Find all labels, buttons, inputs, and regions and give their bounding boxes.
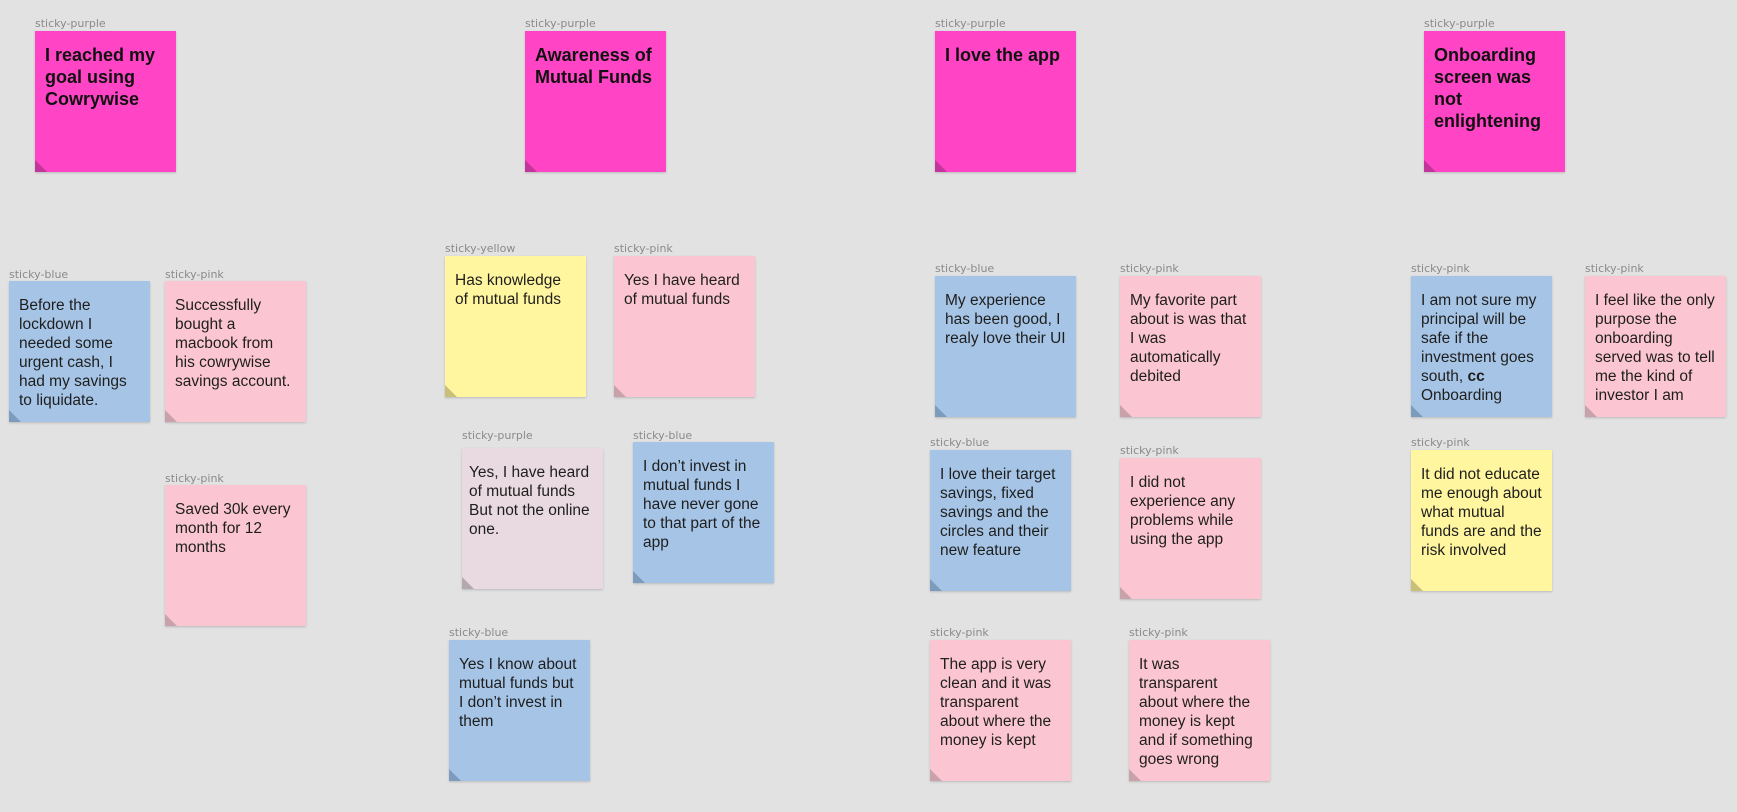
sticky-text: Yes, I have heard of mutual funds But no…	[469, 464, 590, 538]
sticky-text: Before the lockdown I needed some urgent…	[19, 297, 127, 409]
sticky-note-header[interactable]: I love the app	[935, 31, 1076, 172]
sticky-tag: sticky-pink	[1129, 626, 1188, 639]
sticky-text: I love their target savings, fixed savin…	[940, 466, 1056, 559]
sticky-text: I feel like the only purpose the onboard…	[1595, 292, 1715, 404]
sticky-tag: sticky-pink	[614, 242, 673, 255]
sticky-tag: sticky-purple	[35, 17, 106, 30]
sticky-text: I did not experience any problems while …	[1130, 474, 1236, 548]
sticky-tag: sticky-purple	[1424, 17, 1495, 30]
sticky-note[interactable]: Has knowledge of mutual funds	[445, 256, 586, 397]
sticky-text: I love the app	[945, 45, 1061, 65]
sticky-text: It did not educate me enough about what …	[1421, 466, 1542, 559]
sticky-text: Onboarding screen was not enlightening	[1434, 45, 1541, 131]
sticky-note[interactable]: Before the lockdown I needed some urgent…	[9, 281, 150, 422]
sticky-text: The app is very clean and it was transpa…	[940, 656, 1052, 749]
sticky-text: Saved 30k every month for 12 months	[175, 501, 291, 556]
sticky-note[interactable]: Yes, I have heard of mutual funds But no…	[462, 448, 603, 589]
sticky-text: I reached my goal using Cowrywise	[45, 45, 156, 109]
sticky-note[interactable]: My favorite part about is was that I was…	[1120, 276, 1261, 417]
sticky-tag: sticky-pink	[1411, 436, 1470, 449]
sticky-tag: sticky-purple	[935, 17, 1006, 30]
sticky-text: I am not sure my principal will be safe …	[1421, 292, 1537, 404]
sticky-note[interactable]: I feel like the only purpose the onboard…	[1585, 276, 1726, 417]
sticky-text: Yes I have heard of mutual funds	[624, 272, 740, 308]
sticky-tag: sticky-pink	[930, 626, 989, 639]
sticky-tag: sticky-pink	[1411, 262, 1470, 275]
sticky-tag: sticky-blue	[449, 626, 509, 639]
sticky-text: My favorite part about is was that I was…	[1130, 292, 1247, 385]
sticky-note[interactable]: I am not sure my principal will be safe …	[1411, 276, 1552, 417]
sticky-tag: sticky-pink	[1120, 262, 1179, 275]
sticky-text: Successfully bought a macbook from his c…	[175, 297, 291, 390]
sticky-note[interactable]: I don’t invest in mutual funds I have ne…	[633, 442, 774, 583]
sticky-tag: sticky-blue	[633, 429, 693, 442]
sticky-tag: sticky-purple	[462, 429, 533, 442]
sticky-note[interactable]: The app is very clean and it was transpa…	[930, 640, 1071, 781]
sticky-text: Awareness of Mutual Funds	[535, 45, 652, 87]
sticky-tag: sticky-blue	[930, 436, 990, 449]
sticky-tag: sticky-purple	[525, 17, 596, 30]
sticky-text: I don’t invest in mutual funds I have ne…	[643, 458, 761, 551]
sticky-tag: sticky-blue	[9, 268, 69, 281]
sticky-note[interactable]: Yes I have heard of mutual funds	[614, 256, 755, 397]
sticky-note[interactable]: I did not experience any problems while …	[1120, 458, 1261, 599]
sticky-note[interactable]: Successfully bought a macbook from his c…	[165, 281, 306, 422]
sticky-note-header[interactable]: Onboarding screen was not enlightening	[1424, 31, 1565, 172]
sticky-note[interactable]: Yes I know about mutual funds but I don’…	[449, 640, 590, 781]
sticky-tag: sticky-yellow	[445, 242, 516, 255]
sticky-note[interactable]: It did not educate me enough about what …	[1411, 450, 1552, 591]
sticky-note[interactable]: I love their target savings, fixed savin…	[930, 450, 1071, 591]
sticky-tag: sticky-blue	[935, 262, 995, 275]
sticky-tag: sticky-pink	[1585, 262, 1644, 275]
sticky-text: My experience has been good, I realy lov…	[945, 292, 1066, 347]
sticky-note-header[interactable]: Awareness of Mutual Funds	[525, 31, 666, 172]
sticky-text: Yes I know about mutual funds but I don’…	[459, 656, 577, 730]
sticky-tag: sticky-pink	[1120, 444, 1179, 457]
sticky-note[interactable]: My experience has been good, I realy lov…	[935, 276, 1076, 417]
sticky-tag: sticky-pink	[165, 472, 224, 485]
sticky-note-header[interactable]: I reached my goal using Cowrywise	[35, 31, 176, 172]
sticky-note[interactable]: Saved 30k every month for 12 months	[165, 485, 306, 626]
sticky-text: Has knowledge of mutual funds	[455, 272, 561, 308]
sticky-note[interactable]: It was transparent about where the money…	[1129, 640, 1270, 781]
sticky-tag: sticky-pink	[165, 268, 224, 281]
sticky-text: It was transparent about where the money…	[1139, 656, 1253, 768]
